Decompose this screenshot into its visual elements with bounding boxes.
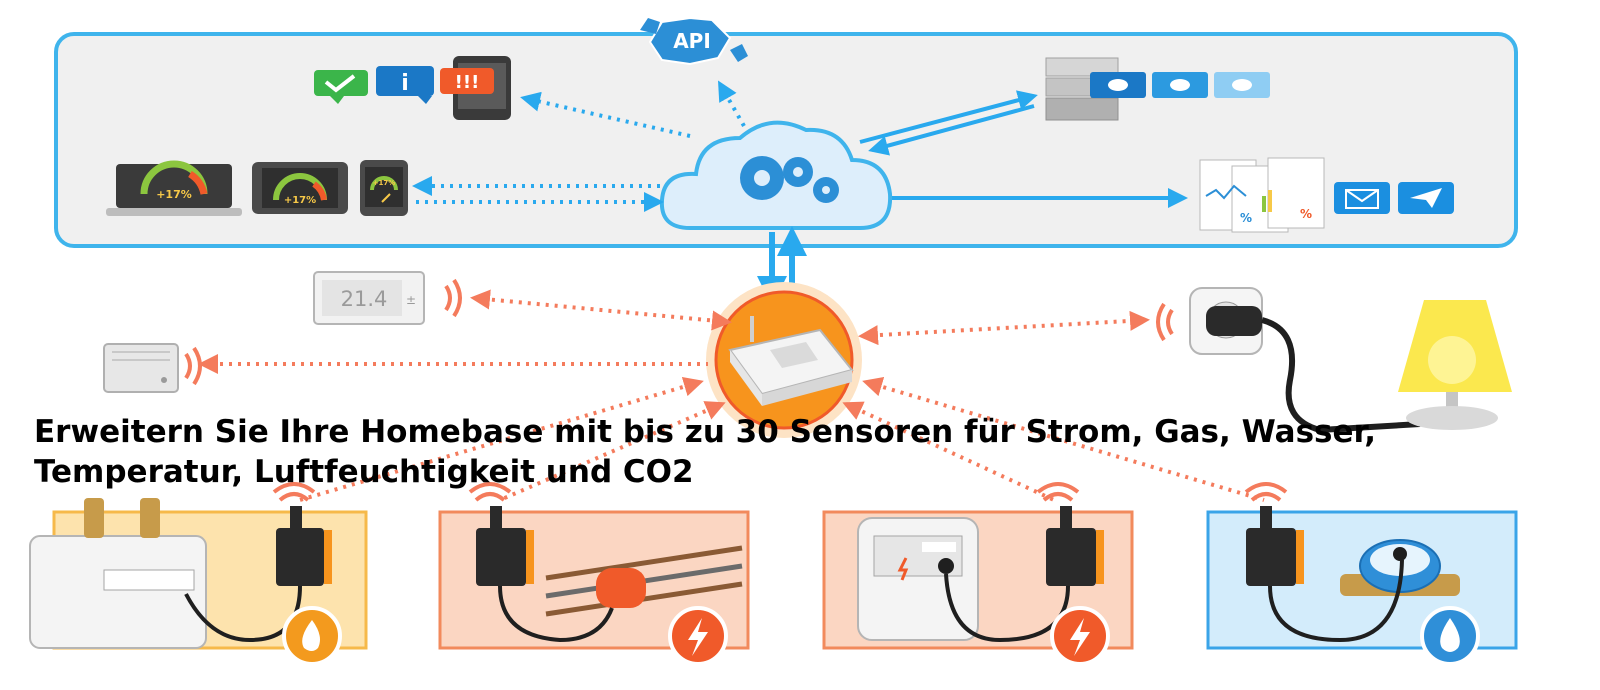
info-icon bbox=[376, 66, 434, 96]
wireless-links bbox=[198, 289, 1265, 502]
checkmark-icon bbox=[314, 70, 368, 96]
wifi-signal-icons bbox=[184, 278, 1288, 502]
gear-icon bbox=[740, 156, 839, 203]
sensor-transmitter bbox=[1246, 528, 1296, 586]
api-label: API bbox=[673, 29, 711, 53]
thermostat-symbol: ± bbox=[406, 293, 416, 307]
server-rack-icon bbox=[1045, 57, 1270, 121]
reports-group: % % bbox=[1199, 157, 1454, 233]
sensor-transmitter bbox=[476, 528, 526, 586]
room-sensor-device bbox=[103, 343, 179, 393]
gas-meter-device bbox=[29, 535, 207, 649]
phone-gauge-value: +17% bbox=[373, 179, 396, 187]
notification-group: i !!! bbox=[314, 56, 511, 120]
tablet-icon: +17% bbox=[252, 162, 348, 214]
laptop-gauge-value: +17% bbox=[156, 188, 192, 201]
lamp-icon bbox=[1398, 300, 1512, 430]
email-icon bbox=[1334, 182, 1390, 214]
svg-text:%: % bbox=[1300, 207, 1312, 221]
sensor-transmitter bbox=[1046, 528, 1096, 586]
headline: Erweitern Sie Ihre Homebase mit bis zu 3… bbox=[34, 412, 1534, 492]
laptop-icon: +17% bbox=[106, 160, 242, 216]
svg-text:!!!: !!! bbox=[455, 72, 480, 93]
alert-icon bbox=[440, 68, 494, 94]
sensor-transmitter bbox=[276, 528, 324, 586]
sensor-card-electricity-meter bbox=[822, 506, 1134, 666]
thermostat-value: 21.4 bbox=[341, 287, 388, 311]
phone-icon: +17% bbox=[360, 160, 408, 216]
homebase-hub bbox=[706, 282, 862, 438]
svg-text:i: i bbox=[401, 71, 409, 96]
thermostat-device: 21.4 ± bbox=[313, 271, 425, 325]
headline-line-2: Temperatur, Luftfeuchtigkeit und CO2 bbox=[34, 454, 694, 490]
svg-text:%: % bbox=[1240, 211, 1252, 225]
sensor-card-gas bbox=[29, 498, 368, 666]
tablet-gauge-value: +17% bbox=[284, 195, 316, 206]
api-badge: API bbox=[640, 16, 748, 66]
current-clamp bbox=[596, 568, 646, 608]
sensor-card-water bbox=[1206, 506, 1518, 666]
dashboard-devices: +17% +17% +17% bbox=[106, 160, 408, 216]
sensor-card-electricity-clamp bbox=[438, 506, 750, 666]
smart-plug-device bbox=[1189, 287, 1421, 434]
headline-line-1: Erweitern Sie Ihre Homebase mit bis zu 3… bbox=[34, 414, 1377, 450]
cloud-icon bbox=[659, 120, 893, 230]
